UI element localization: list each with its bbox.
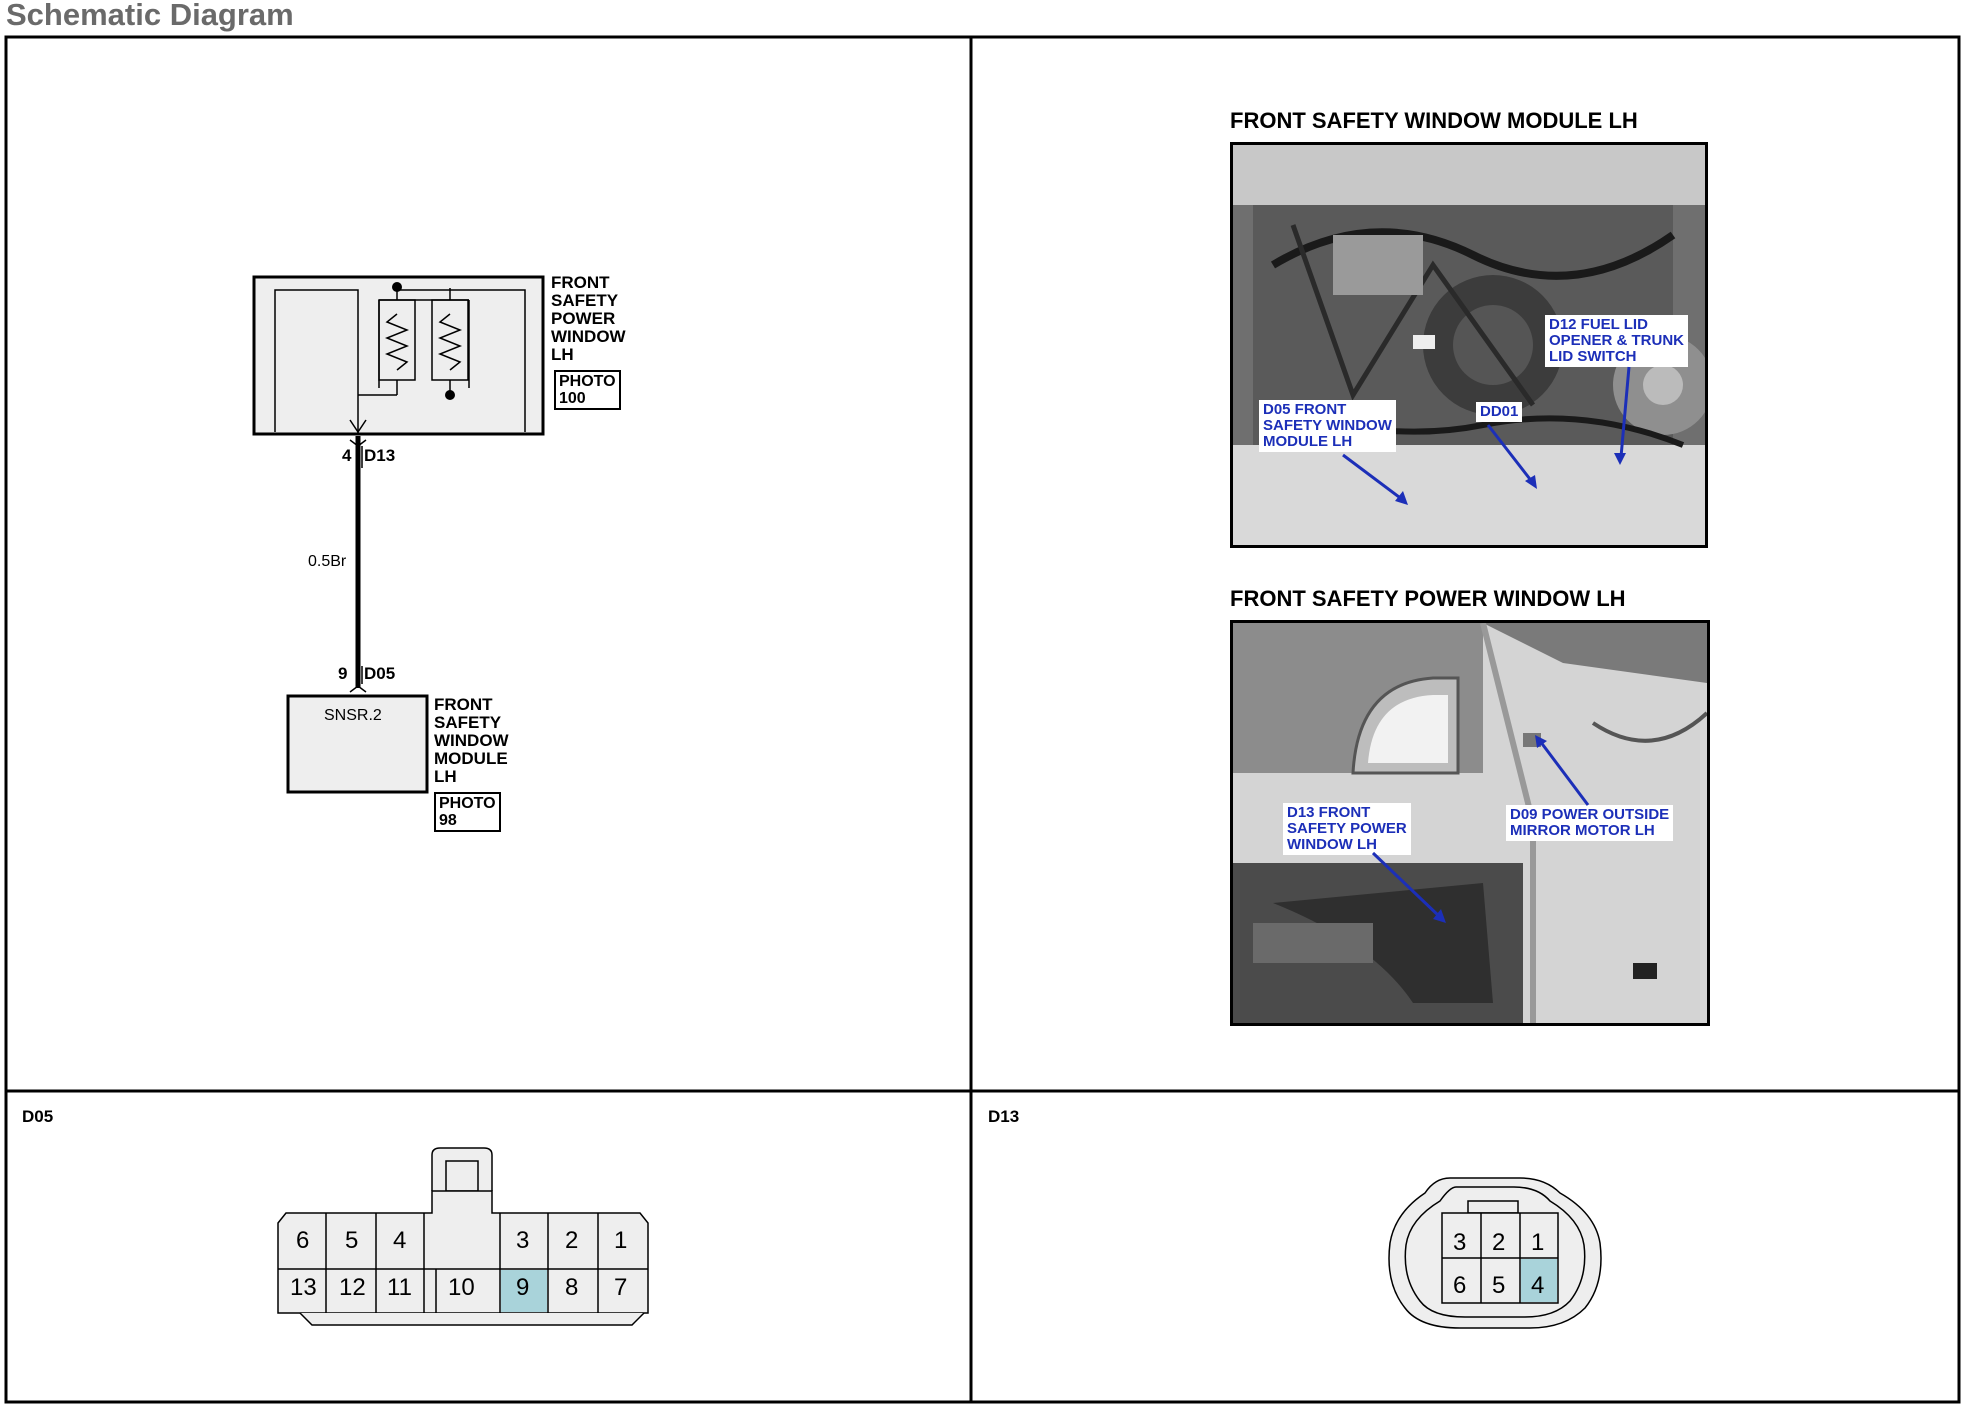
photo-title-window-module: FRONT SAFETY WINDOW MODULE LH (1230, 108, 1638, 133)
wire-spec-label: 0.5Br (308, 553, 347, 570)
window-module-component-box (286, 694, 429, 794)
window-module-name: FRONT SAFETY WINDOW MODULE LH (434, 695, 509, 786)
connector-d05-label: D05 (364, 664, 396, 683)
pin-2: 2 (1492, 1229, 1506, 1256)
connector-d13-pins: 3 2 1 6 5 4 (1442, 1213, 1558, 1303)
ground-arrow (349, 419, 367, 434)
pin-6: 6 (1453, 1272, 1467, 1299)
pin-4: 4 (1531, 1272, 1545, 1299)
pin-5: 5 (345, 1227, 359, 1254)
page-title: Schematic Diagram (6, 0, 294, 32)
callout-d09: D09 POWER OUTSIDE MIRROR MOTOR LH (1506, 805, 1674, 841)
pin-9: 9 (516, 1274, 530, 1301)
pin-11: 11 (387, 1274, 412, 1301)
callout-d13: D13 FRONT SAFETY POWER WINDOW LH (1283, 803, 1411, 855)
pin-2: 2 (565, 1227, 579, 1254)
photo-window-module: D12 FUEL LID OPENER & TRUNK LID SWITCH D… (1230, 142, 1708, 548)
highlighted-pin-4 (1521, 1259, 1557, 1302)
snsr-label: SNSR.2 (324, 707, 382, 724)
callout-d12: D12 FUEL LID OPENER & TRUNK LID SWITCH (1545, 315, 1689, 367)
connector-d05-title: D05 (22, 1107, 54, 1126)
junction-dot-bottom (445, 390, 455, 400)
callout-dd01: DD01 (1476, 402, 1523, 422)
power-window-component-box (252, 275, 545, 436)
pin-number-bottom: 9 (338, 664, 348, 683)
connector-d13-label: D13 (364, 446, 396, 465)
photo-title-power-window: FRONT SAFETY POWER WINDOW LH (1230, 586, 1626, 611)
internal-wiring (274, 289, 359, 434)
pin-chevron-bottom (349, 685, 367, 693)
photo-98-tag: PHOTO 98 (434, 792, 501, 832)
power-window-name: FRONT SAFETY POWER WINDOW LH (551, 273, 626, 364)
pin-8: 8 (565, 1274, 579, 1301)
pin-6: 6 (296, 1227, 310, 1254)
connector-d13-title: D13 (988, 1107, 1020, 1126)
highlighted-pin-9 (501, 1270, 547, 1312)
pin-10: 10 (448, 1274, 475, 1301)
pin-1: 1 (614, 1227, 628, 1254)
pin-number-top: 4 (342, 446, 352, 465)
pin-1: 1 (1531, 1229, 1545, 1256)
callout-arrows-2 (1371, 735, 1590, 923)
connector-d05-pins-bottom: 13 12 11 10 9 8 7 (278, 1269, 648, 1313)
photo-power-window: D13 FRONT SAFETY POWER WINDOW LH D09 POW… (1230, 620, 1710, 1026)
pin-5: 5 (1492, 1272, 1506, 1299)
schematic-drawing (252, 275, 545, 794)
connector-d05-face (277, 1147, 649, 1326)
pin-3: 3 (516, 1227, 530, 1254)
photo-100-tag: PHOTO 100 (554, 370, 621, 410)
connector-d13-face (1388, 1177, 1602, 1329)
pin-4: 4 (393, 1227, 407, 1254)
callout-d05: D05 FRONT SAFETY WINDOW MODULE LH (1259, 400, 1396, 452)
pin-13: 13 (290, 1274, 317, 1301)
pin-12: 12 (339, 1274, 366, 1301)
connector-d05-pins-top: 6 5 4 3 2 1 (278, 1213, 648, 1269)
pin-3: 3 (1453, 1229, 1467, 1256)
pin-7: 7 (614, 1274, 628, 1301)
junction-dot-top (392, 282, 402, 292)
callout-arrows (1342, 366, 1631, 505)
